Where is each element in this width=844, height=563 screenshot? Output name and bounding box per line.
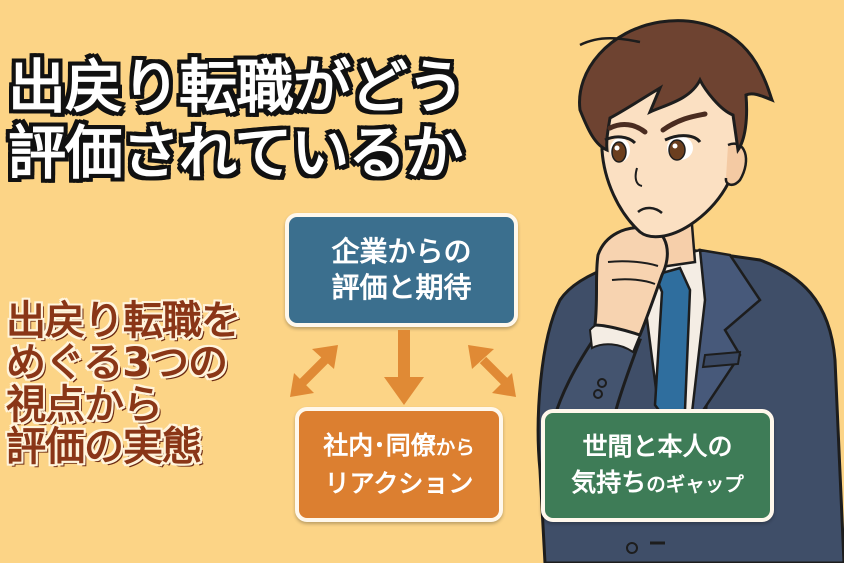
colleague-box-line-1-small: から xyxy=(435,435,475,459)
colleague-box-line-1: 社内･同僚から xyxy=(323,428,475,466)
subtitle: 出戻り転職を めぐる3つの 視点から 評価の実態 xyxy=(6,298,241,470)
gap-box-line-2: 気持ちのギャップ xyxy=(571,465,744,503)
public-self-gap-box: 世間と本人の 気持ちのギャップ xyxy=(541,409,774,522)
colleague-box-line-2: リアクション xyxy=(324,468,474,498)
subtitle-line-1: 出戻り転職を xyxy=(6,298,241,344)
double-arrow-left-icon xyxy=(290,345,338,397)
gap-box-line-2-small: のギャップ xyxy=(646,472,744,496)
colleague-box-line-1-main: 社内･同僚 xyxy=(323,430,436,460)
main-title-line-2: 評価されているか xyxy=(8,119,463,187)
down-arrow-icon xyxy=(384,330,424,405)
main-title: 出戻り転職がどう 評価されているか xyxy=(8,53,465,187)
colleague-reaction-box: 社内･同僚から リアクション xyxy=(295,407,503,522)
double-arrow-right-icon xyxy=(468,345,516,397)
company-box-line-2: 評価と期待 xyxy=(331,271,472,304)
main-title-line-1: 出戻り転職がどう xyxy=(8,53,465,121)
company-evaluation-box: 企業からの 評価と期待 xyxy=(285,213,518,327)
gap-box-line-1: 世間と本人の xyxy=(582,431,733,461)
subtitle-line-3: 視点から xyxy=(6,382,163,428)
gap-box-line-2-main: 気持ち xyxy=(571,467,647,497)
connector-arrows xyxy=(290,330,516,405)
subtitle-line-4: 評価の実態 xyxy=(6,424,202,470)
subtitle-line-2: めぐる3つの xyxy=(6,340,228,386)
company-box-line-1: 企業からの xyxy=(331,235,472,268)
